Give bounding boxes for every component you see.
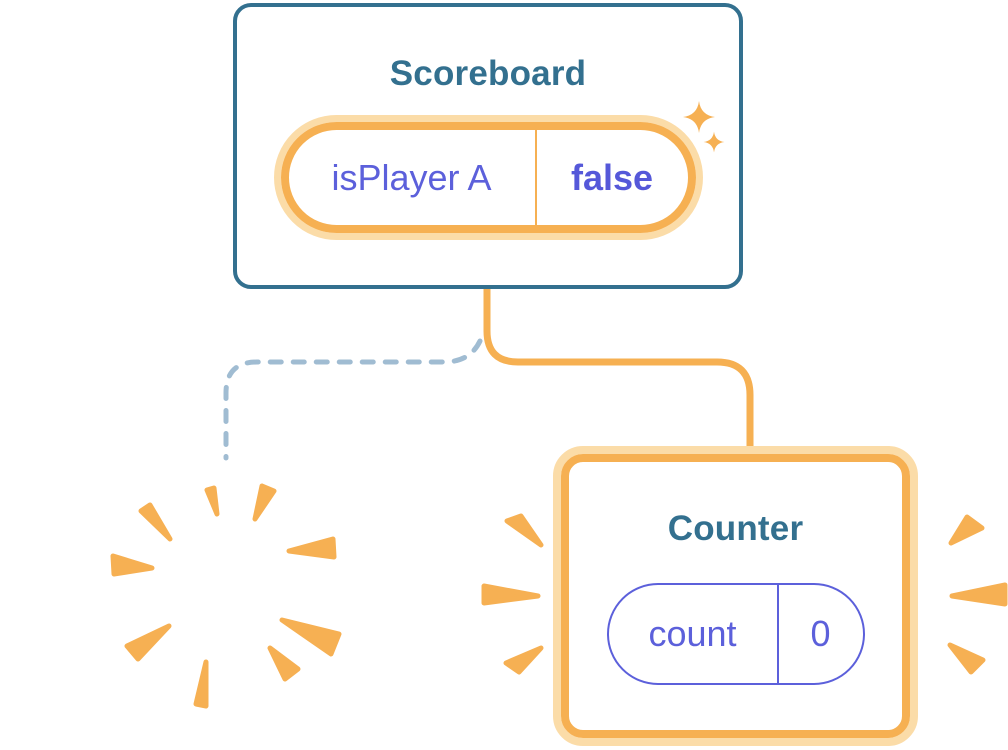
scoreboard-card: Scoreboard isPlayer A false — [233, 3, 743, 289]
counter-card: Counter count 0 — [553, 446, 918, 746]
scoreboard-state-pill: isPlayer A false — [273, 115, 703, 240]
counter-state-pill: count 0 — [606, 583, 865, 685]
destroyed-card — [91, 462, 365, 722]
counter-state-value: 0 — [810, 613, 831, 654]
counter-title: Counter — [667, 509, 804, 548]
emphasis-burst-right-icon — [947, 514, 1008, 675]
state-pill-divider — [534, 130, 537, 225]
scoreboard-state-value: false — [570, 156, 654, 198]
state-pill-divider — [776, 585, 779, 683]
tree-connector-line — [483, 287, 754, 448]
scoreboard-title: Scoreboard — [389, 54, 587, 93]
emphasis-burst-left-icon — [481, 513, 544, 675]
scoreboard-state-key: isPlayer A — [331, 156, 492, 198]
explosion-burst-icon — [110, 483, 342, 709]
counter-state-key: count — [648, 613, 737, 654]
dashed-connector-line — [223, 338, 483, 461]
